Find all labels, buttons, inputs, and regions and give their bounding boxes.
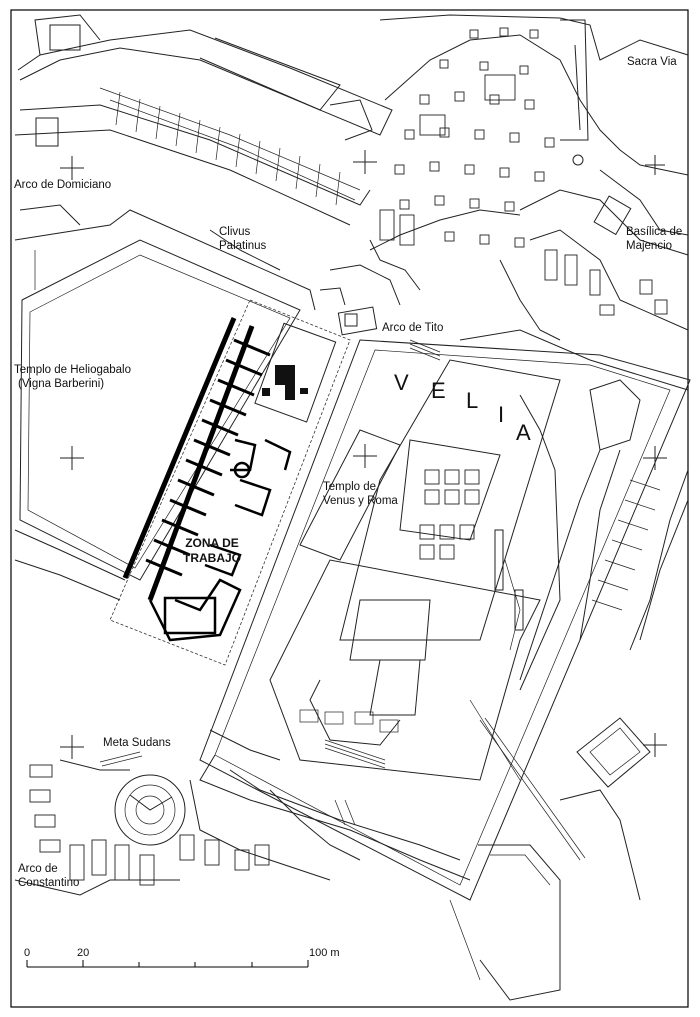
label-velia-v: V xyxy=(394,370,409,395)
label-clivus-palatinus-2: Palatinus xyxy=(219,240,267,252)
label-zona-trabajo-2: TRABAJO xyxy=(182,551,241,565)
map-frame xyxy=(10,9,689,1008)
label-velia-e: E xyxy=(431,378,446,403)
arco-tito-structure xyxy=(319,239,441,361)
label-velia-i: I xyxy=(498,402,505,427)
label-velia-l: L xyxy=(466,388,479,413)
work-zone xyxy=(109,299,351,666)
scale-bar xyxy=(26,960,309,968)
scale-label-0: 0 xyxy=(24,947,31,959)
basilica-majencio xyxy=(459,189,689,391)
venus-roma-temple xyxy=(199,339,691,901)
grid-crosses xyxy=(60,150,667,759)
label-velia-a: A xyxy=(516,420,531,445)
label-templo-heliogabalo-2: (Vigna Barberini) xyxy=(18,378,105,390)
palatine-arcade xyxy=(14,14,393,226)
label-templo-heliogabalo-1: Templo de Heliogabalo xyxy=(14,364,131,376)
label-sacra-via: Sacra Via xyxy=(627,56,677,68)
label-arco-domiciano: Arco de Domiciano xyxy=(14,179,112,191)
label-arco-constantino-1: Arco de xyxy=(18,863,58,875)
scale-label-20: 20 xyxy=(77,947,90,959)
forum-columns xyxy=(369,14,689,251)
label-arco-constantino-2: Constantino xyxy=(18,877,80,889)
label-basilica-majencio-1: Basílica de xyxy=(626,226,683,238)
label-clivus-palatinus-1: Clivus xyxy=(219,226,251,238)
label-meta-sudans: Meta Sudans xyxy=(103,737,171,749)
heliogabalo-temple xyxy=(14,204,316,601)
scale-label-100m: 100 m xyxy=(309,947,340,959)
label-arco-tito: Arco de Tito xyxy=(382,322,444,334)
meta-sudans-area xyxy=(14,729,331,896)
label-templo-venus-1: Templo de xyxy=(323,481,377,493)
right-edge-structures xyxy=(449,379,689,1001)
label-basilica-majencio-2: Majencio xyxy=(626,240,673,252)
label-zona-trabajo-1: ZONA DE xyxy=(185,536,239,550)
label-templo-venus-2: Venus y Roma xyxy=(323,495,398,507)
